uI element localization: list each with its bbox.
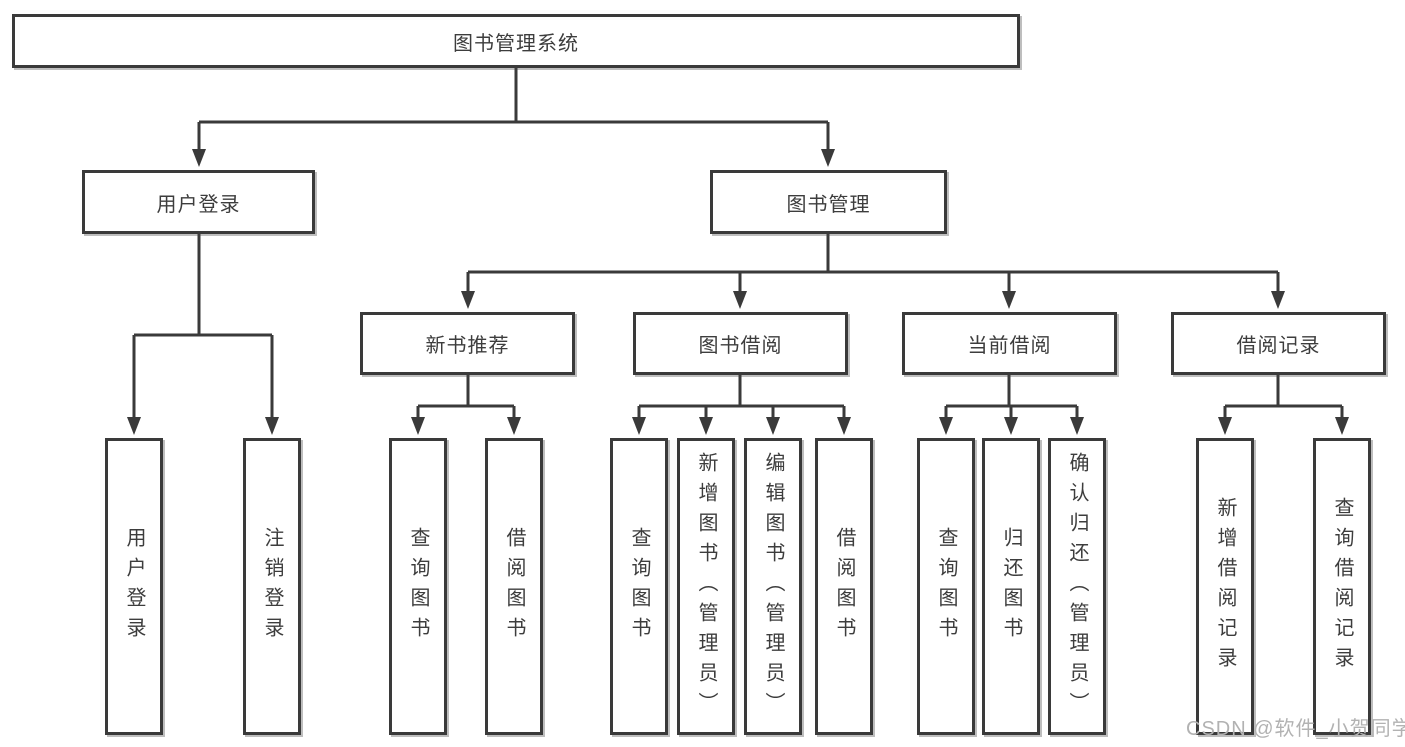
leaf-borrow-books: 借阅图书 — [815, 438, 873, 735]
node-current-borrow: 当前借阅 — [902, 312, 1117, 375]
node-user-login: 用户登录 — [82, 170, 315, 234]
leaf-query-books-recommend: 查询图书 — [389, 438, 447, 735]
node-book-management: 图书管理 — [710, 170, 947, 234]
leaf-logout: 注销登录 — [243, 438, 301, 735]
leaf-confirm-return-admin: 确认归还（管理员） — [1048, 438, 1106, 735]
leaf-add-books-admin: 新增图书（管理员） — [677, 438, 735, 735]
leaf-query-books-borrow: 查询图书 — [610, 438, 668, 735]
leaf-add-borrow-record: 新增借阅记录 — [1196, 438, 1254, 735]
leaf-query-borrow-record: 查询借阅记录 — [1313, 438, 1371, 735]
leaf-query-books-current: 查询图书 — [917, 438, 975, 735]
leaf-return-books: 归还图书 — [982, 438, 1040, 735]
node-root-library-system: 图书管理系统 — [12, 14, 1020, 68]
leaf-user-login: 用户登录 — [105, 438, 163, 735]
node-borrow-records: 借阅记录 — [1171, 312, 1386, 375]
leaf-edit-books-admin: 编辑图书（管理员） — [744, 438, 802, 735]
node-book-borrow: 图书借阅 — [633, 312, 848, 375]
node-new-book-recommend: 新书推荐 — [360, 312, 575, 375]
leaf-borrow-books-recommend: 借阅图书 — [485, 438, 543, 735]
